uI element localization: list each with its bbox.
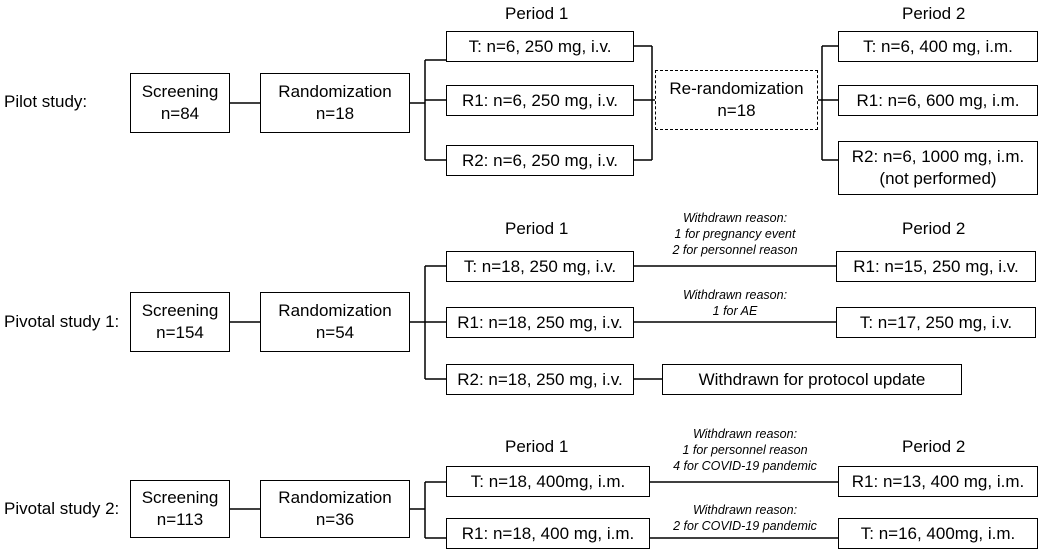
pilot-period1-heading: Period 1 [505,4,569,23]
pilot-arm-t-p2: T: n=6, 400 mg, i.m. [838,31,1038,62]
pilot-screening-box: Screening n=84 [130,73,230,133]
pivotal1-withdrawn-box: Withdrawn for protocol update [662,364,962,395]
pilot-arm-r1-p2: R1: n=6, 600 mg, i.m. [838,85,1038,116]
screening-title: Screening [141,82,219,101]
pilot-period2-heading: Period 2 [902,4,966,23]
pivotal1-period2-heading: Period 2 [902,219,966,238]
pivotal1-withdrawn-note-1: Withdrawn reason: 1 for pregnancy event … [672,211,798,257]
pivotal2-screening-box: Screening n=113 [130,480,230,538]
screening-count: n=84 [160,104,200,123]
pivotal2-withdrawn-note-1: Withdrawn reason: 1 for personnel reason… [673,427,817,473]
pivotal2-randomization-box: Randomization n=36 [260,480,410,538]
pilot-arm-r1-p1: R1: n=6, 250 mg, i.v. [446,85,634,116]
pivotal1-arm-t-p2: T: n=17, 250 mg, i.v. [836,307,1036,338]
pivotal2-arm-t-p2: T: n=16, 400mg, i.m. [838,518,1038,549]
pilot-arm-t-p1: T: n=6, 250 mg, i.v. [446,31,634,62]
pivotal1-study-label: Pivotal study 1: [4,312,120,331]
randomization-count: n=18 [315,104,355,123]
pivotal2-arm-r1-p2: R1: n=13, 400 mg, i.m. [838,466,1038,497]
pivotal2-withdrawn-note-2: Withdrawn reason: 2 for COVID-19 pandemi… [673,503,817,533]
pilot-rerandomization-box: Re-randomization n=18 [655,70,818,130]
pivotal2-period2-heading: Period 2 [902,437,966,456]
pivotal2-period1-heading: Period 1 [505,437,569,456]
pivotal1-randomization-box: Randomization n=54 [260,292,410,352]
pivotal1-arm-r1-p2: R1: n=15, 250 mg, i.v. [836,251,1036,282]
pilot-arm-r2-p2: R2: n=6, 1000 mg, i.m. (not performed) [838,141,1038,195]
pivotal2-arm-r1-p1: R1: n=18, 400 mg, i.m. [446,518,650,549]
pilot-study-label: Pilot study: [4,92,88,111]
pivotal2-arm-t-p1: T: n=18, 400mg, i.m. [446,466,650,497]
pivotal2-study-label: Pivotal study 2: [4,499,120,518]
pivotal1-period1-heading: Period 1 [505,219,569,238]
pivotal1-arm-r2-p1: R2: n=18, 250 mg, i.v. [446,364,634,395]
pivotal1-arm-t-p1: T: n=18, 250 mg, i.v. [446,251,634,282]
randomization-title: Randomization [278,82,392,101]
pivotal1-arm-r1-p1: R1: n=18, 250 mg, i.v. [446,307,634,338]
pivotal1-screening-box: Screening n=154 [130,292,230,352]
pivotal1-withdrawn-note-2: Withdrawn reason: 1 for AE [682,288,788,318]
pilot-randomization-box: Randomization n=18 [260,73,410,133]
pilot-arm-r2-p1: R2: n=6, 250 mg, i.v. [446,145,634,176]
